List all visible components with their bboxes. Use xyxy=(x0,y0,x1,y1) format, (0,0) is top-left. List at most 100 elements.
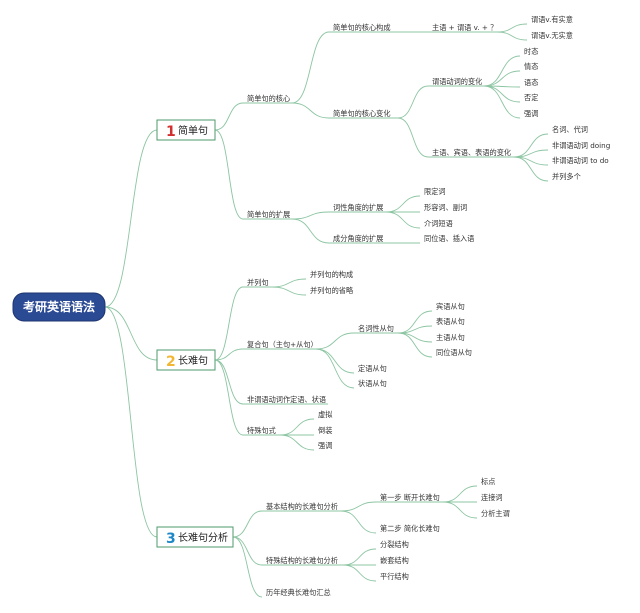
node-step1-child-2: 连接词 xyxy=(481,493,503,502)
section-3-box xyxy=(156,526,234,548)
connector xyxy=(397,332,433,358)
node-pred-change: 谓语动词的变化 xyxy=(432,77,482,86)
node-noun-child-4: 同位语从句 xyxy=(436,348,472,357)
node-special-child-1: 虚拟 xyxy=(318,410,332,419)
node-comp-ext: 成分角度的扩展 xyxy=(333,234,383,243)
connector-lines xyxy=(104,23,549,598)
section-2-number: 2 xyxy=(166,354,176,370)
node-lex-child-3: 介词短语 xyxy=(424,219,453,228)
node-nonfinite: 非谓语动词作定语、状语 xyxy=(247,395,326,404)
connector xyxy=(442,501,478,519)
node-formula: 主语 + 谓语 v. + ？ xyxy=(432,23,497,32)
connector xyxy=(513,156,549,182)
connector xyxy=(342,564,377,582)
connector xyxy=(214,359,244,436)
node-coord-child-1: 并列句的构成 xyxy=(310,270,353,279)
node-special-analysis-child-1: 分裂结构 xyxy=(380,540,409,549)
connector xyxy=(483,85,521,103)
node-lex-child-2: 形容词、副词 xyxy=(424,203,467,212)
section-2-box xyxy=(156,349,216,371)
connector xyxy=(397,85,429,119)
section-1-node[interactable]: 1 简单句 xyxy=(156,119,216,141)
connector xyxy=(104,306,158,361)
connector xyxy=(397,332,433,343)
node-special-analysis-child-2: 嵌套结构 xyxy=(380,556,409,565)
section-1-number: 1 xyxy=(166,124,176,140)
node-nom-child-4: 并列多个 xyxy=(552,172,581,181)
node-noun-child-3: 主语从句 xyxy=(436,333,465,342)
node-nom-child-2: 非谓语动词 doing xyxy=(552,141,610,150)
connector xyxy=(232,536,263,566)
section-2-label: 长难句 xyxy=(178,354,208,367)
connector xyxy=(496,23,528,33)
connector xyxy=(483,85,521,119)
node-lex-child-1: 限定词 xyxy=(424,187,446,196)
section-1-box xyxy=(156,119,216,141)
connector xyxy=(279,418,315,436)
root-node[interactable]: 考研英语语法 xyxy=(12,292,106,322)
node-step1-child-3: 分析主谓 xyxy=(481,509,510,518)
root-box xyxy=(12,292,106,322)
connector xyxy=(340,510,377,534)
node-nom-change: 主语、宾语、表语的变化 xyxy=(432,148,511,157)
connector xyxy=(342,548,377,566)
node-formula-child-2: 谓语v.无实意 xyxy=(531,31,573,40)
node-noun-clause: 名词性从句 xyxy=(358,324,394,333)
connector xyxy=(291,31,330,104)
connector xyxy=(104,129,158,308)
node-pred-child-3: 语态 xyxy=(524,78,538,87)
connector xyxy=(214,102,244,131)
connector xyxy=(385,211,421,229)
node-special-child-3: 强调 xyxy=(318,441,332,450)
node-special-analysis-child-3: 平行结构 xyxy=(380,572,409,581)
connector xyxy=(291,218,330,244)
node-formula-child-1: 谓语v.有实意 xyxy=(531,15,573,24)
node-special: 特殊句式 xyxy=(247,426,276,435)
connector xyxy=(496,31,528,41)
node-coord: 并列句 xyxy=(247,278,269,287)
connector xyxy=(315,332,355,350)
node-lex-ext: 词性角度的扩展 xyxy=(333,203,383,212)
connector xyxy=(442,485,478,503)
connector xyxy=(513,156,549,166)
node-classic: 历年经典长难句汇总 xyxy=(266,588,331,597)
connector xyxy=(279,434,315,451)
connector xyxy=(271,286,307,296)
node-simple-core: 简单句的核心 xyxy=(247,94,290,103)
section-2-node[interactable]: 2 长难句 xyxy=(156,349,216,371)
connector xyxy=(513,133,549,158)
node-comp-child-1: 同位语、插入语 xyxy=(424,234,474,243)
section-3-node[interactable]: 3 长难句分析 xyxy=(156,526,234,548)
node-simple-ext: 简单句的扩展 xyxy=(247,210,290,219)
connector xyxy=(397,310,433,334)
node-step1-child-1: 标点 xyxy=(481,477,495,486)
connector xyxy=(385,195,421,213)
node-core-change: 简单句的核心变化 xyxy=(333,109,391,118)
connector xyxy=(232,510,263,538)
section-3-number: 3 xyxy=(166,531,176,547)
connector xyxy=(271,278,307,288)
node-special-child-2: 倒装 xyxy=(318,426,332,435)
connector xyxy=(214,286,244,361)
section-1-label: 简单句 xyxy=(178,124,208,137)
connector xyxy=(397,117,429,158)
node-core-form: 简单句的核心构成 xyxy=(333,23,391,32)
connector xyxy=(483,55,521,87)
node-step1: 第一步 断开长难句 xyxy=(380,493,440,502)
section-3-label: 长难句分析 xyxy=(178,531,228,544)
node-adv-clause: 状语从句 xyxy=(358,379,387,388)
node-nom-child-3: 非谓语动词 to do xyxy=(552,156,609,165)
connector xyxy=(291,211,330,220)
connector xyxy=(214,129,244,220)
node-special-analysis: 特殊结构的长难句分析 xyxy=(266,556,338,565)
node-pred-child-4: 否定 xyxy=(524,93,538,102)
node-basic-analysis: 基本结构的长难句分析 xyxy=(266,502,338,511)
connector xyxy=(104,306,158,538)
node-noun-child-2: 表语从句 xyxy=(436,317,465,326)
node-attr-clause: 定语从句 xyxy=(358,364,387,373)
connector xyxy=(214,348,244,361)
node-pred-child-2: 情态 xyxy=(524,62,538,71)
node-complex: 复合句（主句+从句） xyxy=(247,340,318,349)
connector xyxy=(291,102,330,119)
